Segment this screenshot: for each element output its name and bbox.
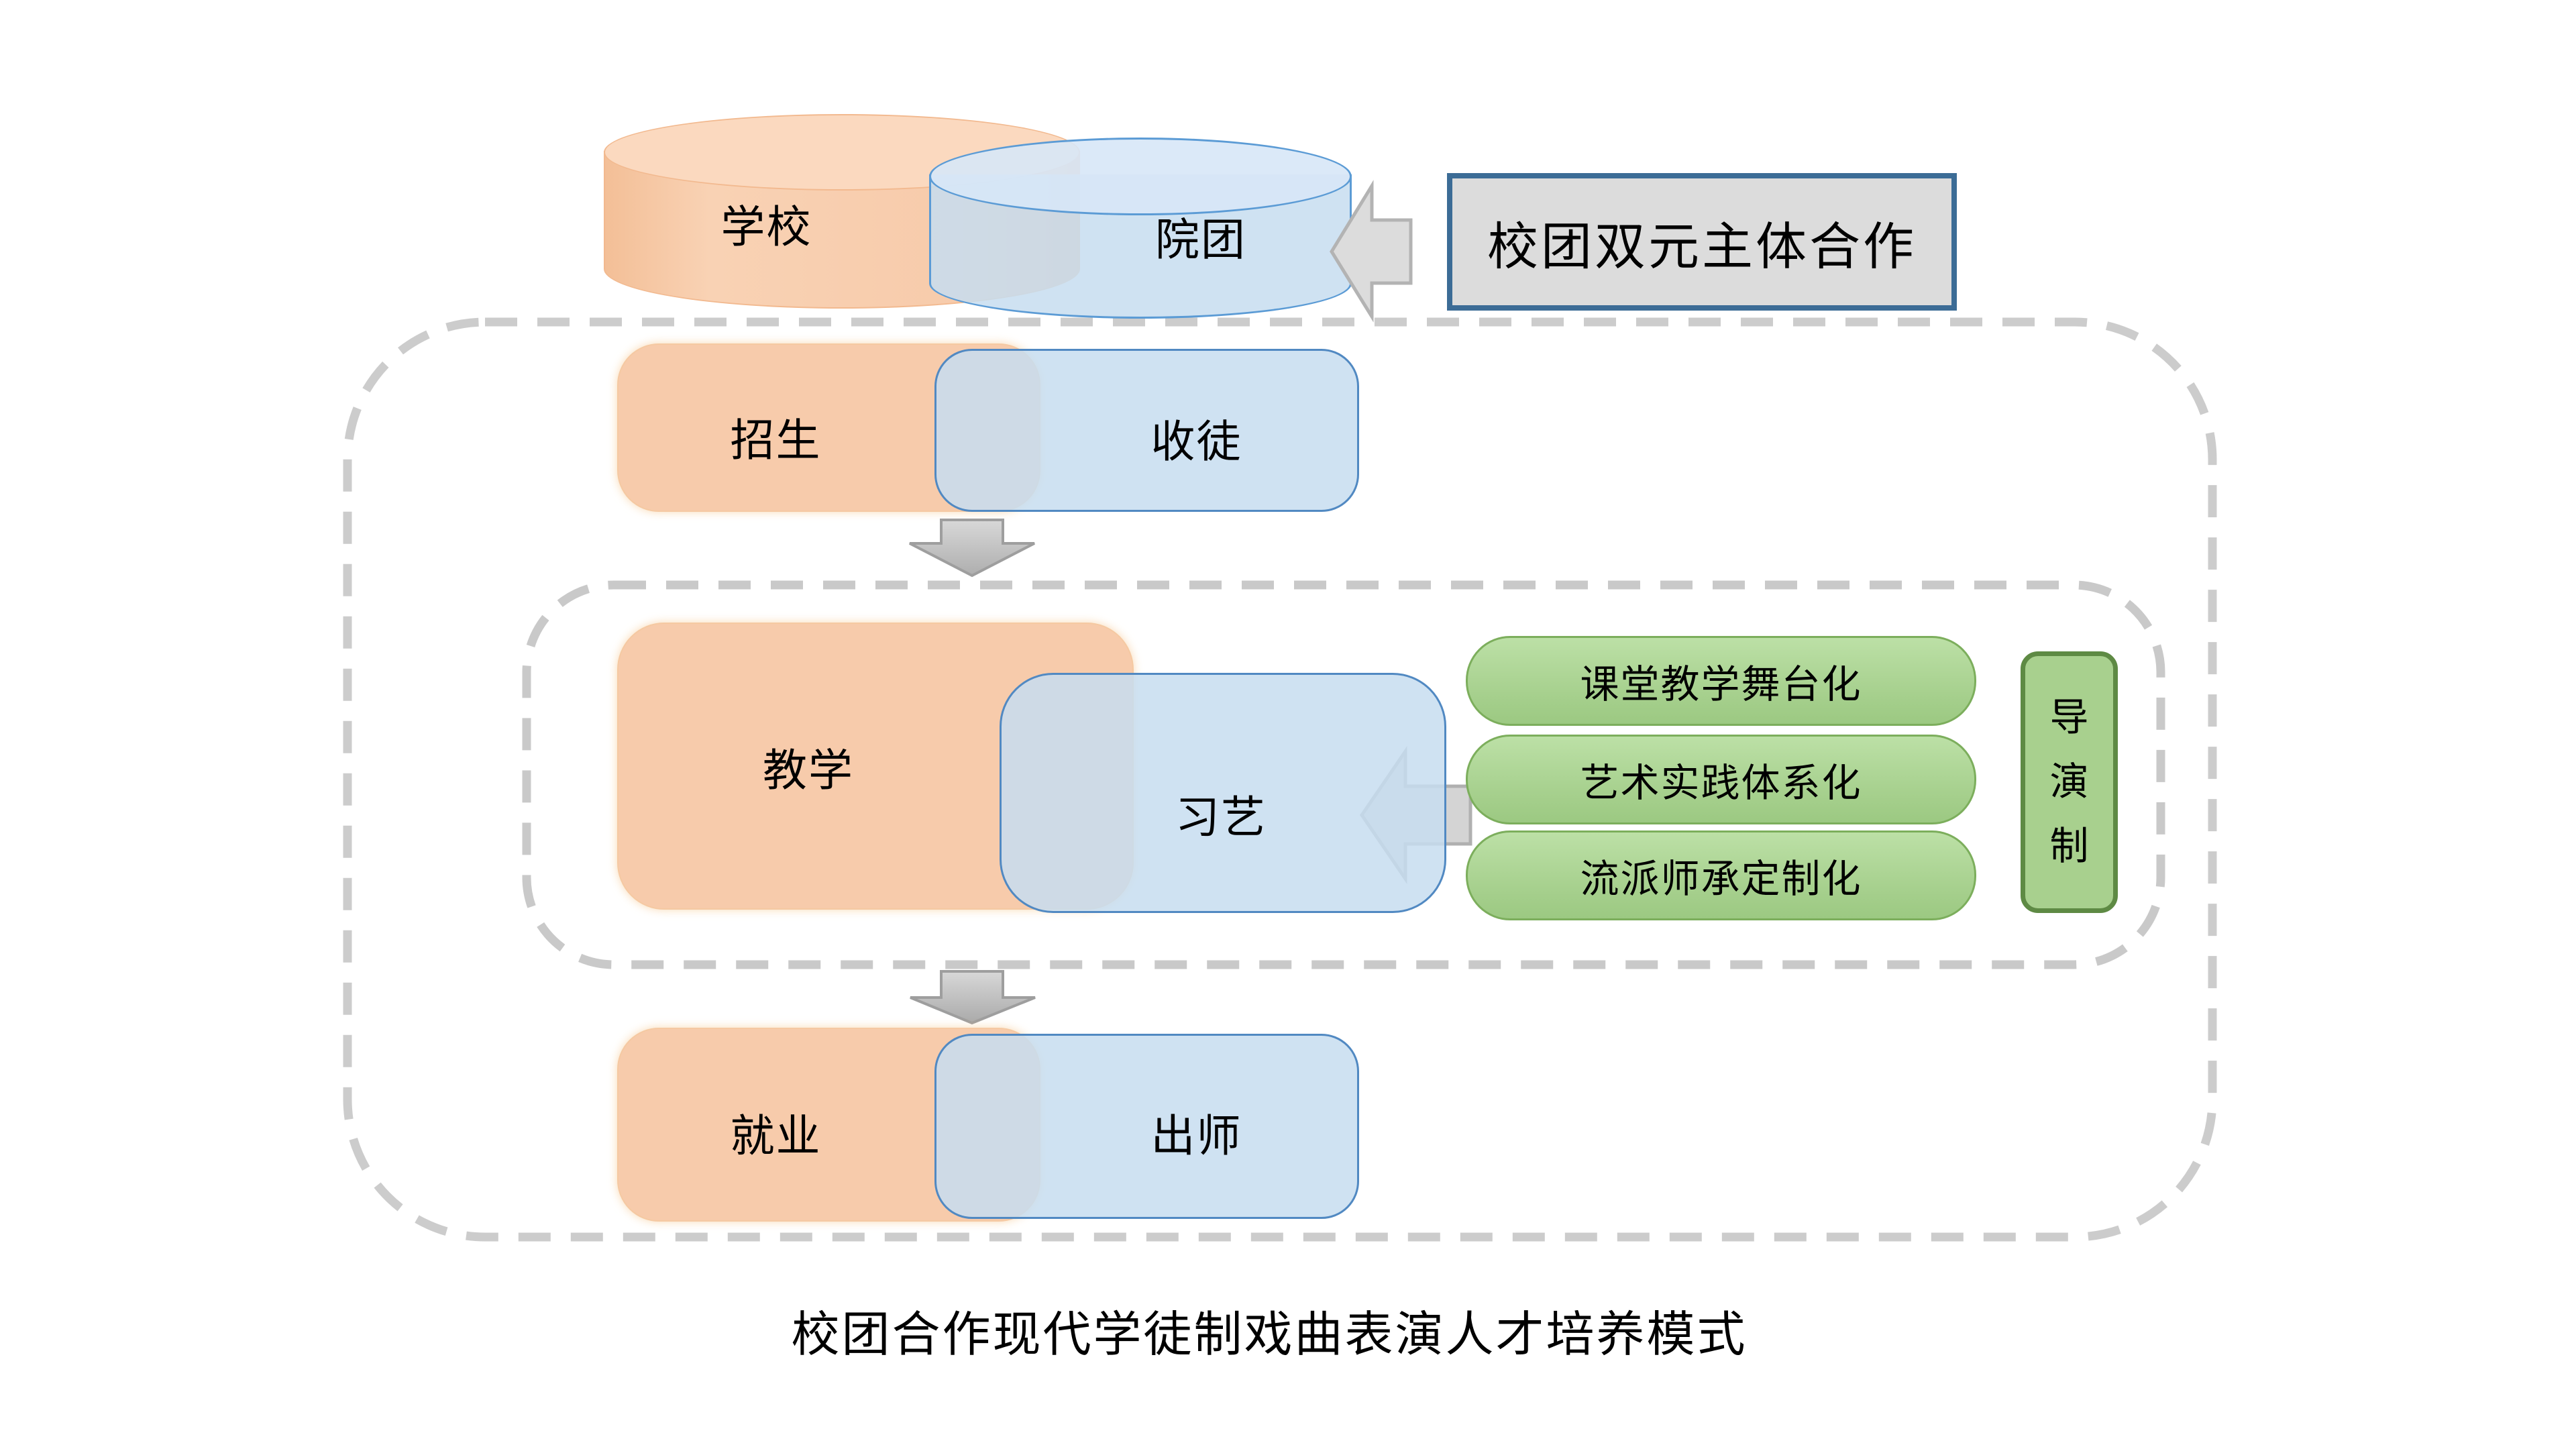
troupe-cylinder	[929, 138, 1352, 319]
cooperation-arrow-left-icon	[1330, 180, 1413, 323]
method-oval-2: 艺术实践体系化	[1466, 735, 1976, 824]
troupe-label: 院团	[1155, 215, 1246, 264]
flow-arrow-down-icon	[910, 970, 1036, 1025]
method-3-label: 流派师承定制化	[1580, 857, 1862, 901]
method-1-label: 课堂教学舞台化	[1580, 663, 1862, 706]
stage-employ-troupe-label: 出师	[1150, 1111, 1242, 1161]
stage-teach-troupe-label: 习艺	[1175, 792, 1267, 842]
director-char-1: 导	[2049, 696, 2089, 739]
troupe-cylinder-top	[929, 138, 1352, 215]
diagram-title: 校团合作现代学徒制戏曲表演人才培养模式	[791, 1308, 1748, 1362]
director-char-3: 制	[2049, 824, 2089, 868]
outer-dashed-boundary	[343, 317, 2217, 1242]
stage-recruit-school-label: 招生	[730, 415, 822, 465]
school-label: 学校	[720, 202, 812, 252]
stage-employ-school-label: 就业	[730, 1111, 822, 1161]
cooperation-label: 校团双元主体合作	[1487, 218, 1917, 276]
stage-recruit-troupe-box	[934, 349, 1359, 512]
director-char-2: 演	[2049, 760, 2089, 804]
method-oval-1: 课堂教学舞台化	[1466, 636, 1976, 726]
method-oval-3: 流派师承定制化	[1466, 830, 1976, 920]
stage-teach-school-label: 教学	[763, 745, 854, 795]
method-2-label: 艺术实践体系化	[1580, 761, 1862, 805]
flow-arrow-down-icon	[909, 519, 1035, 578]
inner-dashed-boundary	[522, 580, 2165, 969]
stage-teach-troupe-box	[1000, 673, 1446, 913]
director-system-box: 导 演 制	[2021, 651, 2118, 913]
stage-employ-troupe-box	[934, 1034, 1359, 1219]
stage-recruit-troupe-label: 收徒	[1150, 417, 1242, 466]
cooperation-box: 校团双元主体合作	[1447, 173, 1957, 311]
